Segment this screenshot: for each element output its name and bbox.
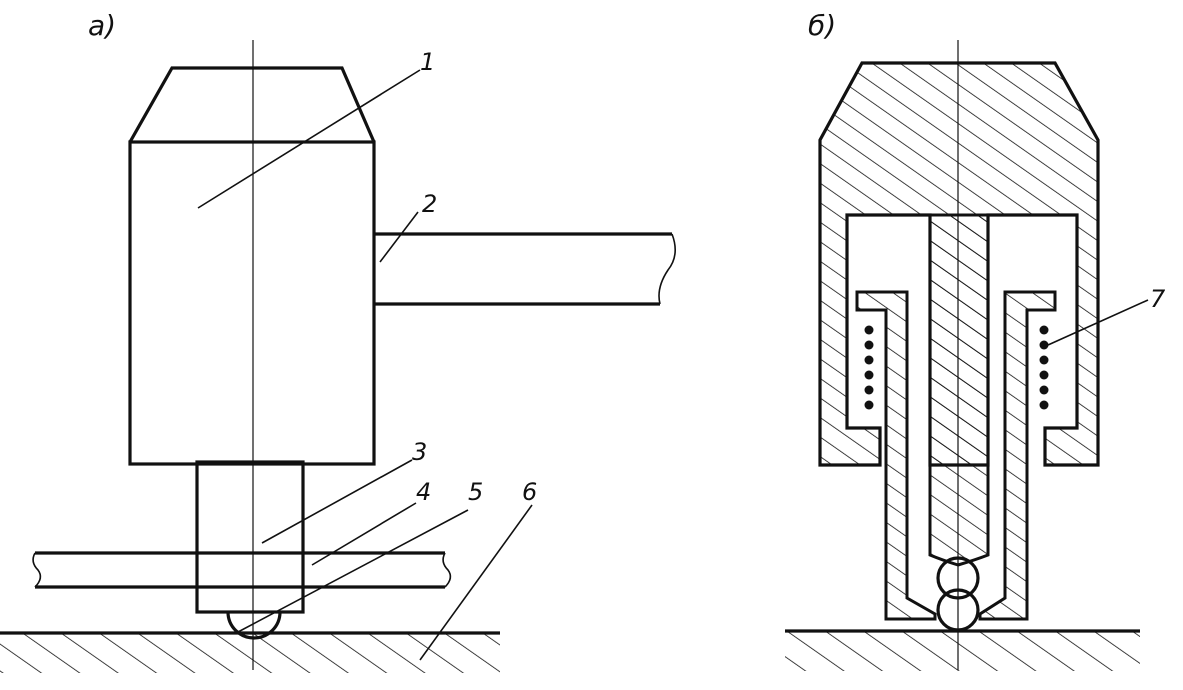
callout-5: 5 <box>468 478 483 506</box>
workpiece-bar <box>32 551 452 589</box>
callout-2: 2 <box>422 190 437 218</box>
leaders-a <box>197 69 533 661</box>
spring-coils-left <box>864 325 874 410</box>
callout-4: 4 <box>416 478 431 506</box>
panel-b: б) <box>785 9 1166 671</box>
side-arm <box>373 232 676 306</box>
spring-coils-right <box>1039 325 1049 410</box>
panel-a-label: a) <box>88 9 116 42</box>
ground-surface-b <box>785 629 1140 671</box>
sleeve-right <box>978 290 1057 621</box>
main-body <box>128 66 376 466</box>
callout-7: 7 <box>1150 285 1166 313</box>
callout-1: 1 <box>420 48 435 76</box>
leader-7 <box>1047 299 1149 346</box>
panel-b-label: б) <box>808 9 836 42</box>
contact-ball <box>226 611 282 640</box>
ground-surface-a <box>0 631 500 673</box>
stem <box>195 460 305 614</box>
panel-a: a) <box>0 9 676 673</box>
callout-6: 6 <box>522 478 537 506</box>
callout-3: 3 <box>412 438 427 466</box>
plunger <box>928 213 990 567</box>
sleeve-left <box>855 290 937 621</box>
